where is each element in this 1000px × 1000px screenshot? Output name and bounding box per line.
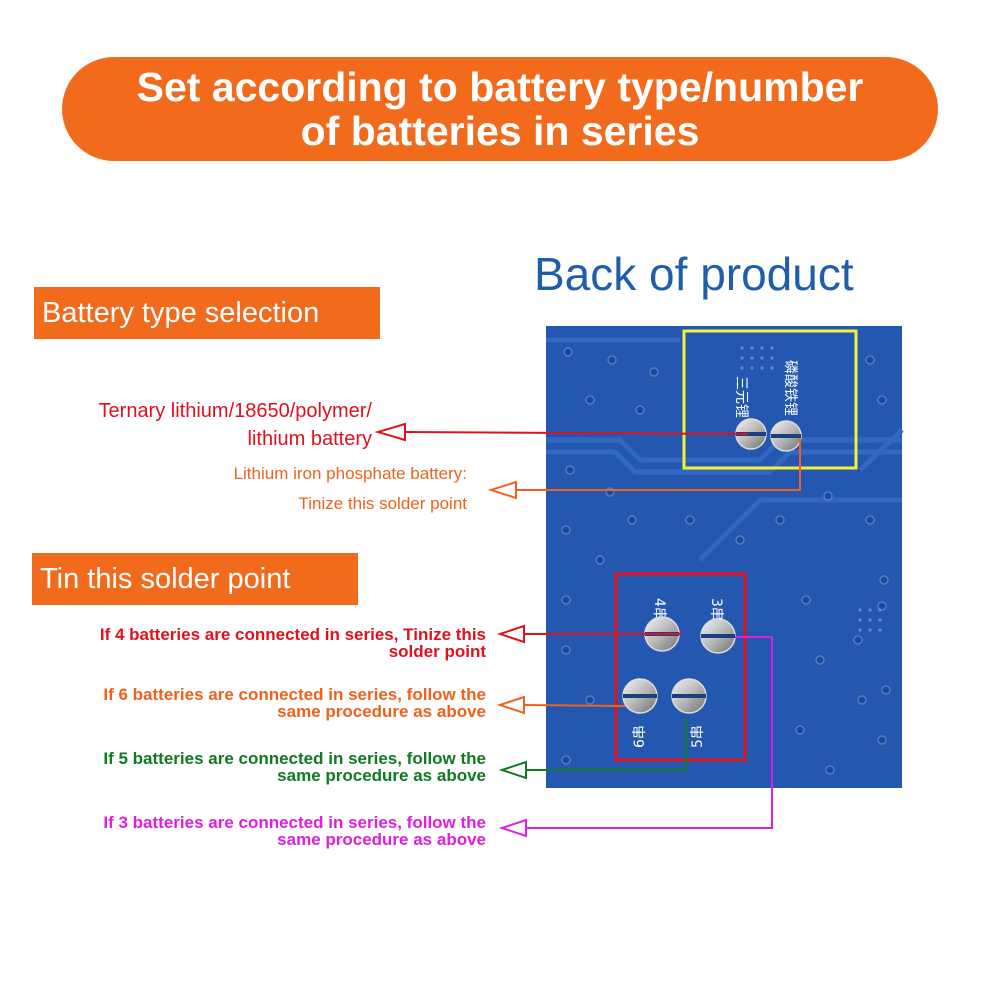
series-5-line2: same procedure as above bbox=[277, 766, 486, 785]
solder-pad-5s bbox=[671, 678, 707, 714]
series-6-label: If 6 batteries are connected in series, … bbox=[103, 686, 486, 720]
lfp-label: Lithium iron phosphate battery: Tinize t… bbox=[234, 459, 467, 519]
board-label-3s: 3串 bbox=[708, 598, 724, 621]
arrow-6s bbox=[496, 695, 626, 715]
arrow-lfp bbox=[487, 438, 801, 500]
ternary-label-line2: lithium battery bbox=[247, 428, 373, 450]
pcb-board bbox=[546, 326, 902, 788]
solder-pad-3s bbox=[700, 618, 736, 654]
series-4-line1: If 4 batteries are connected in series, … bbox=[99, 625, 486, 644]
tin-solder-heading: Tin this solder point bbox=[32, 553, 358, 605]
solder-pad-6s bbox=[622, 678, 658, 714]
pcb-vias bbox=[561, 347, 891, 775]
series-5-line1: If 5 batteries are connected in series, … bbox=[103, 749, 486, 768]
arrow-3s bbox=[498, 636, 773, 838]
series-highlight-box bbox=[614, 572, 747, 762]
series-3-label: If 3 batteries are connected in series, … bbox=[103, 814, 486, 848]
solder-pad-lfp bbox=[770, 420, 802, 452]
series-6-line2: same procedure as above bbox=[277, 702, 486, 721]
board-label-6s: 6串 bbox=[632, 725, 648, 748]
board-label-4s: 4串 bbox=[651, 598, 667, 621]
banner-title-line1: Set according to battery type/number bbox=[136, 64, 864, 110]
banner-title-line2: of batteries in series bbox=[300, 108, 700, 154]
series-3-line2: same procedure as above bbox=[277, 830, 486, 849]
board-label-ternary: 三元锂 bbox=[733, 376, 749, 418]
pcb-dot-grid bbox=[740, 346, 882, 632]
ternary-lithium-label: Ternary lithium/18650/polymer/ lithium b… bbox=[99, 397, 372, 453]
arrow-4s bbox=[496, 624, 682, 644]
back-of-product-title: Back of product bbox=[534, 248, 854, 300]
series-5-label: If 5 batteries are connected in series, … bbox=[103, 750, 486, 784]
solder-pad-ternary bbox=[735, 418, 767, 450]
board-label-5s: 5串 bbox=[690, 725, 706, 748]
series-3-line1: If 3 batteries are connected in series, … bbox=[103, 813, 486, 832]
pcb-traces bbox=[546, 337, 904, 562]
board-label-lfp: 磷酸铁锂 bbox=[782, 360, 798, 416]
lfp-label-line1: Lithium iron phosphate battery: bbox=[233, 464, 467, 483]
arrow-ternary bbox=[374, 422, 749, 442]
lfp-label-line2: Tinize this solder point bbox=[298, 494, 467, 513]
battery-type-highlight-box bbox=[682, 329, 858, 470]
arrow-5s bbox=[498, 718, 687, 780]
title-banner: Set according to battery type/number of … bbox=[62, 57, 938, 161]
series-4-label: If 4 batteries are connected in series, … bbox=[100, 626, 486, 660]
battery-type-heading: Battery type selection bbox=[34, 287, 380, 339]
series-6-line1: If 6 batteries are connected in series, … bbox=[103, 685, 486, 704]
series-4-line2: solder point bbox=[388, 642, 486, 661]
ternary-label-line1: Ternary lithium/18650/polymer/ bbox=[98, 400, 372, 422]
